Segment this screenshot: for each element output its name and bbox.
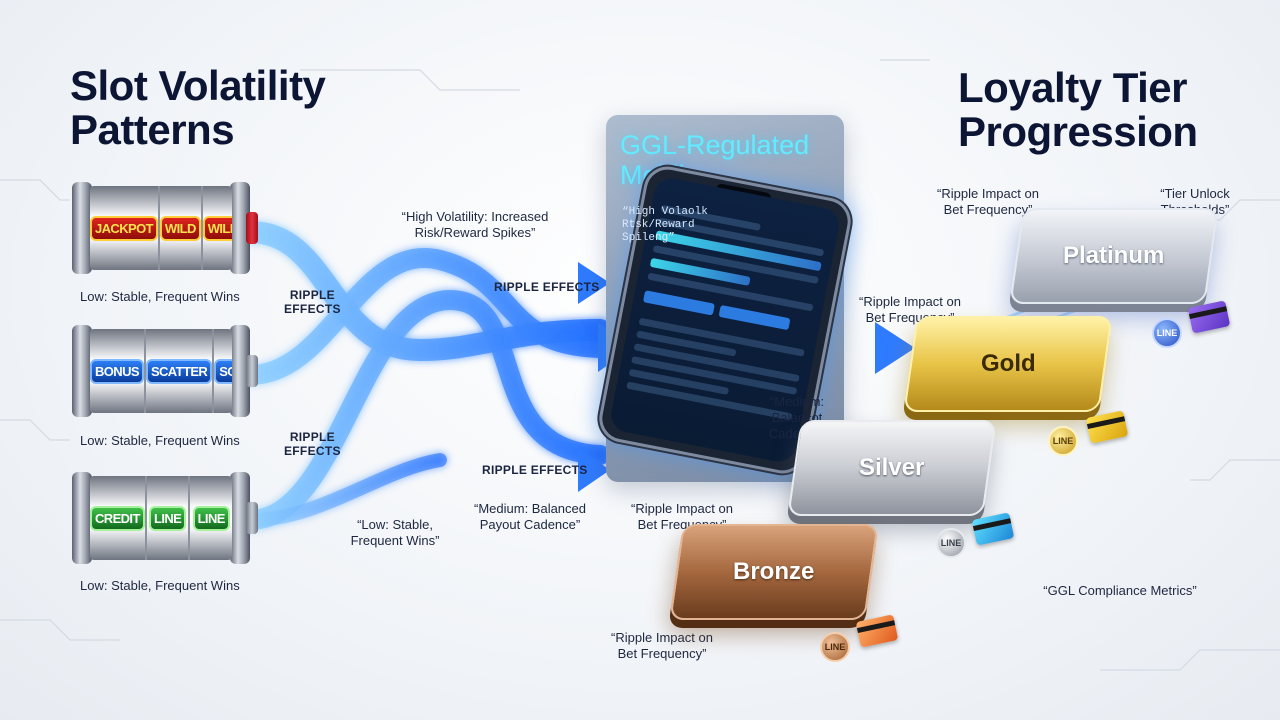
slot-symbol: WILD bbox=[159, 215, 201, 241]
slot-symbol: JACKPOT bbox=[90, 215, 158, 241]
tier-silver: Silver bbox=[787, 420, 997, 516]
loyalty-tier-title-line2: Progression bbox=[958, 108, 1198, 155]
coin-icon: LINE bbox=[1152, 318, 1182, 348]
loyalty-tier-title: Loyalty Tier Progression bbox=[958, 66, 1198, 154]
slot-caption-2: Low: Stable, Frequent Wins bbox=[80, 433, 240, 448]
ripple-effects-top: RIPPLE EFFECTS bbox=[494, 280, 600, 294]
slot-reel-3: CREDIT LINE LINE bbox=[72, 472, 258, 564]
slot-volatility-title-line2: Patterns bbox=[70, 106, 235, 153]
ggl-mobile-title: GGL-RegulatedMobil bbox=[620, 130, 810, 190]
coin-icon: LINE bbox=[820, 632, 850, 662]
quote-low-stable: “Low: Stable,Frequent Wins” bbox=[350, 517, 440, 548]
slot-symbol: WILD bbox=[202, 215, 232, 241]
slot-volatility-title-line1: Slot Volatility bbox=[70, 62, 326, 109]
slot-symbol: SCATTER bbox=[145, 358, 213, 384]
quote-ggl-compliance: “GGL Compliance Metrics” bbox=[1043, 583, 1197, 598]
slot-caption-3: Low: Stable, Frequent Wins bbox=[80, 578, 240, 593]
ripple-effects-bottom: RIPPLE EFFECTS bbox=[482, 463, 588, 477]
tier-gold: Gold bbox=[903, 316, 1113, 412]
coin-icon: LINE bbox=[936, 528, 966, 558]
tier-bronze: Bronze bbox=[669, 524, 879, 620]
tier-platinum: Platinum bbox=[1009, 208, 1219, 304]
coin-icon: LINE bbox=[1048, 426, 1078, 456]
slot-reel-2: BONUS SCATTER SCATTER bbox=[72, 325, 258, 417]
slot-symbol: LINE bbox=[148, 505, 187, 531]
slot-symbol: BONUS bbox=[90, 358, 144, 384]
phone-screen-quote: “High Volaolk Rtsk/Reward Spileng” bbox=[622, 206, 708, 244]
slot-symbol: SCATTER bbox=[214, 358, 232, 384]
slot-caption-1: Low: Stable, Frequent Wins bbox=[80, 289, 240, 304]
loyalty-tier-title-line1: Loyalty Tier bbox=[958, 64, 1187, 111]
slot-symbol: CREDIT bbox=[90, 505, 145, 531]
slot-volatility-title: Slot Volatility Patterns bbox=[70, 62, 326, 153]
slot-reel-1: JACKPOT WILD WILD bbox=[72, 182, 258, 274]
slot-symbol: LINE bbox=[192, 505, 230, 531]
